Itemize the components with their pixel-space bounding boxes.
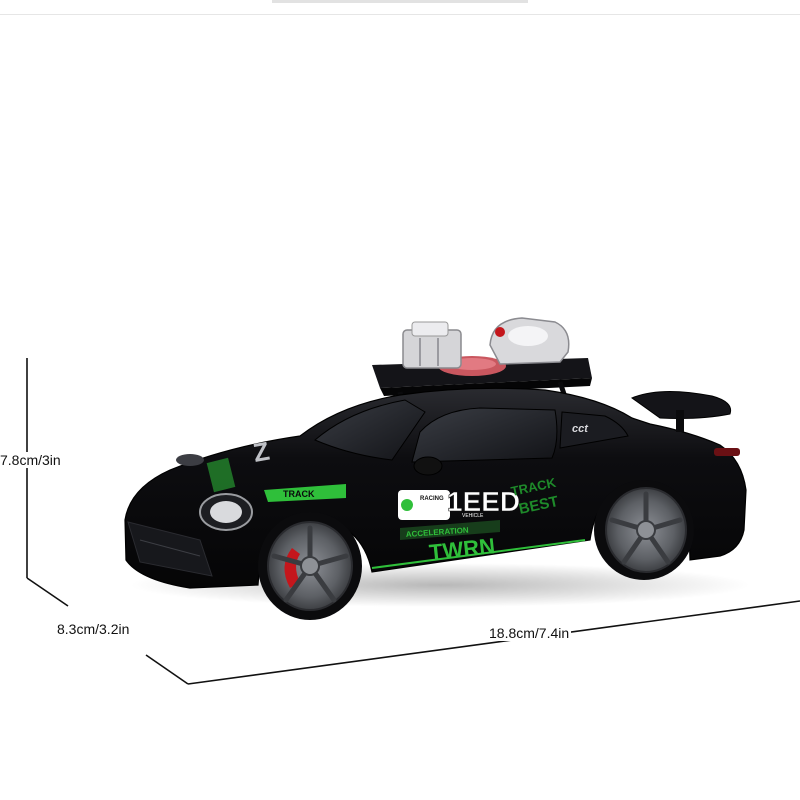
svg-text:TRACK: TRACK — [283, 489, 315, 499]
rear-wheel — [594, 480, 694, 580]
top-edge-tab — [272, 0, 528, 3]
decal-track-stripe: TRACK — [264, 484, 346, 502]
green-sill-stripe — [371, 539, 586, 569]
toy-car: cct TRACK RACING 1EED VEHICLE TRACK B — [124, 317, 747, 620]
headlight — [176, 454, 253, 531]
front-bumper — [127, 521, 213, 577]
front-wheel — [258, 512, 362, 620]
length-dimension-line — [187, 600, 800, 685]
dimension-lines — [26, 358, 800, 685]
decal-hood: Z — [206, 436, 272, 493]
roof-light-right — [489, 317, 570, 365]
depth-dimension-line — [145, 654, 189, 685]
taillight — [714, 448, 740, 456]
window-logo: cct — [572, 423, 589, 435]
svg-text:ACCELERATION: ACCELERATION — [406, 526, 470, 539]
top-edge-line — [0, 14, 800, 15]
svg-text:1EED: 1EED — [447, 486, 520, 517]
width-dimension-label: 8.3cm/3.2in — [57, 621, 130, 637]
windshield — [314, 399, 426, 461]
svg-text:Z: Z — [251, 436, 272, 468]
side-window — [411, 407, 558, 463]
svg-text:RACING: RACING — [420, 496, 444, 502]
svg-text:VEHICLE: VEHICLE — [462, 513, 484, 519]
width-dimension-line — [26, 577, 69, 607]
rear-spoiler — [630, 391, 732, 432]
length-dimension-label: 18.8cm/7.4in — [487, 625, 572, 641]
side-mirror — [413, 456, 443, 476]
height-dimension-label: 7.8cm/3in — [0, 452, 61, 468]
rear-window — [559, 411, 629, 449]
decal-door-number: RACING 1EED VEHICLE — [398, 486, 520, 520]
roof-light-left — [402, 321, 462, 369]
